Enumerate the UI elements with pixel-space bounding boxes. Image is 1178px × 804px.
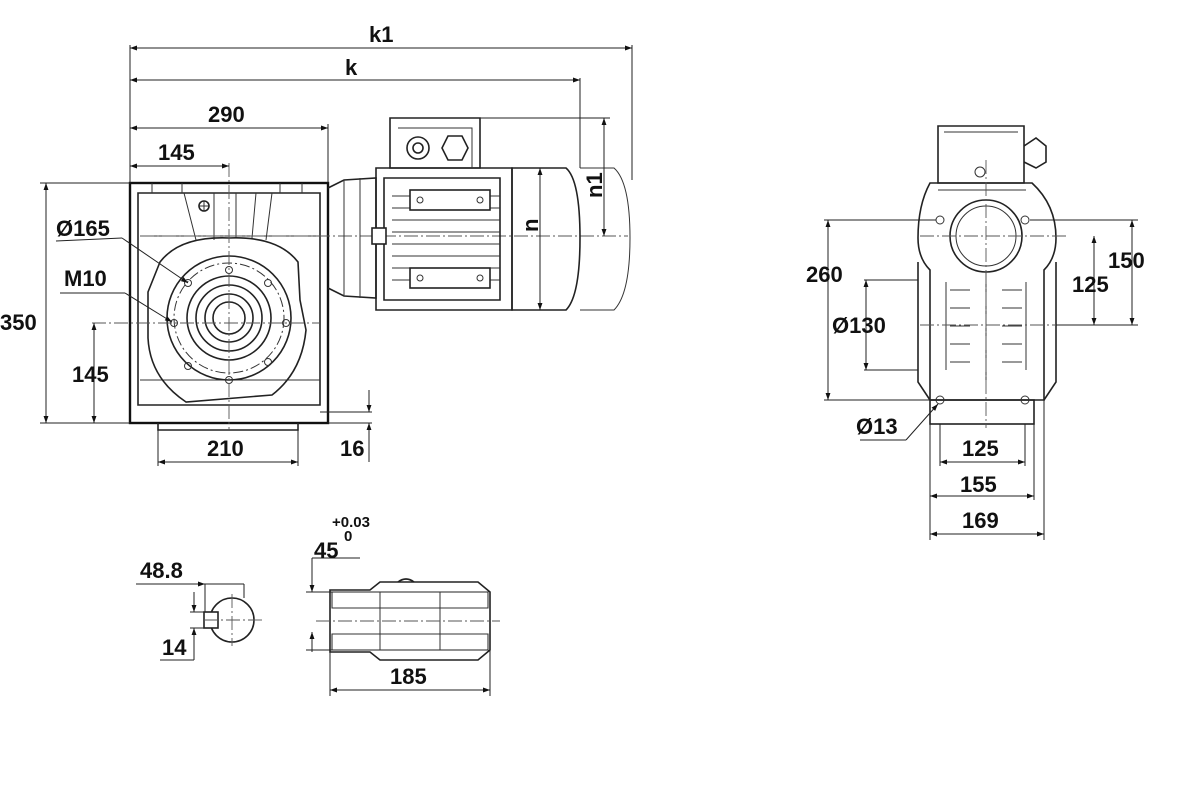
dim-d130: Ø130	[832, 313, 886, 338]
dim-k1: k1	[369, 22, 393, 47]
output-flange	[147, 237, 307, 403]
dim-145-top: 145	[158, 140, 195, 165]
tolerance-lower: 0	[344, 528, 352, 545]
dim-155: 155	[960, 472, 997, 497]
dim-260: 260	[806, 262, 843, 287]
front-view: k1 k 290 145 Ø165 M10 350 145 210 16 n1 …	[0, 22, 633, 466]
dim-45: 45	[314, 538, 338, 563]
dim-145-left: 145	[72, 362, 109, 387]
dim-d13: Ø13	[856, 414, 898, 439]
dim-m10: M10	[64, 266, 107, 291]
dim-14: 14	[162, 635, 187, 660]
side-view: 260 Ø130 150 125 Ø13 125 155 169	[806, 125, 1145, 540]
dim-150: 150	[1108, 248, 1145, 273]
tolerance-upper: +0.03	[332, 514, 370, 531]
shaft-detail: 48.8 14 45 +0.03 0 185	[136, 514, 500, 696]
dim-n1: n1	[582, 172, 607, 198]
dim-169: 169	[962, 508, 999, 533]
dim-16: 16	[340, 436, 364, 461]
dim-k: k	[345, 55, 358, 80]
motor	[371, 117, 631, 311]
dim-350: 350	[0, 310, 37, 335]
dim-185: 185	[390, 664, 427, 689]
dim-n: n	[518, 219, 543, 232]
dim-290: 290	[208, 102, 245, 127]
dim-48-8: 48.8	[140, 558, 183, 583]
gearbox-side-body	[917, 182, 1057, 401]
dim-125-right: 125	[1072, 272, 1109, 297]
dim-d165: Ø165	[56, 216, 110, 241]
dim-125-bottom: 125	[962, 436, 999, 461]
dim-210: 210	[207, 436, 244, 461]
